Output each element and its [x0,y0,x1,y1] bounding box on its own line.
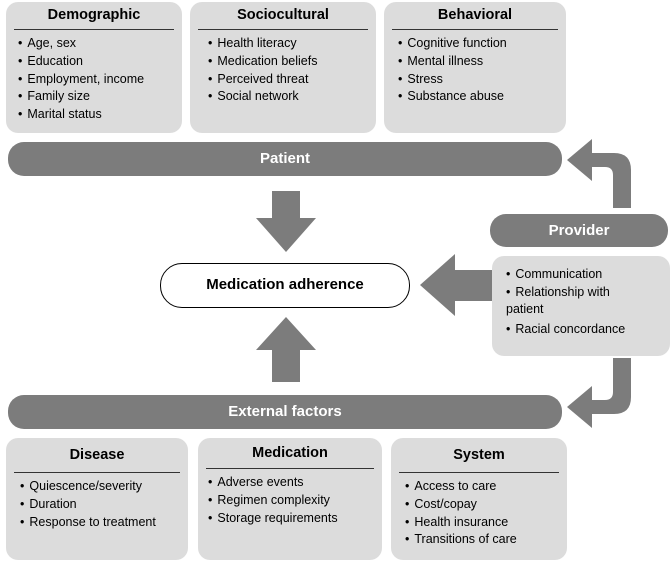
system-box: System Access to care Cost/copay Health … [391,438,567,560]
demographic-title: Demographic [14,2,174,30]
behavioral-list: Cognitive function Mental illness Stress… [384,30,566,106]
list-item: Social network [208,88,376,106]
list-item: Adverse events [208,474,382,492]
medication-box: Medication Adverse events Regimen comple… [198,438,382,560]
list-item: Storage requirements [208,510,382,528]
list-item: Stress [398,71,566,89]
list-item: Employment, income [18,71,182,89]
disease-box: Disease Quiescence/severity Duration Res… [6,438,188,560]
demographic-box: Demographic Age, sex Education Employmen… [6,2,182,133]
list-item: Access to care [405,478,567,496]
list-item: Racial concordance [506,321,670,338]
list-item: Health literacy [208,35,376,53]
list-item: Response to treatment [20,514,188,532]
curved-arrow-down-icon [567,358,631,428]
list-item: Regimen complexity [208,492,382,510]
list-item: Duration [20,496,188,514]
system-title: System [399,438,559,473]
medication-adherence-box: Medication adherence [160,263,410,308]
list-item: Transitions of care [405,531,567,549]
up-arrow-icon [256,317,316,382]
list-item: Health insurance [405,514,567,532]
list-item: Medication beliefs [208,53,376,71]
behavioral-title: Behavioral [392,2,558,30]
patient-bar: Patient [8,142,562,176]
provider-list-box: Communication Relationship with patient … [492,256,670,356]
list-item: Age, sex [18,35,182,53]
external-factors-bar: External factors [8,395,562,429]
system-list: Access to care Cost/copay Health insuran… [391,473,567,549]
down-arrow-icon [256,191,316,252]
sociocultural-list: Health literacy Medication beliefs Perce… [190,30,376,106]
list-item: Relationship with patient [506,284,636,318]
behavioral-box: Behavioral Cognitive function Mental ill… [384,2,566,133]
medication-title: Medication [206,438,374,469]
list-item: Substance abuse [398,88,566,106]
sociocultural-box: Sociocultural Health literacy Medication… [190,2,376,133]
list-item: Quiescence/severity [20,478,188,496]
demographic-list: Age, sex Education Employment, income Fa… [6,30,182,124]
list-item: Cost/copay [405,496,567,514]
list-item: Family size [18,88,182,106]
disease-list: Quiescence/severity Duration Response to… [6,473,188,531]
provider-bar: Provider [490,214,668,247]
sociocultural-title: Sociocultural [198,2,368,30]
curved-arrow-up-icon [567,139,631,208]
left-arrow-icon [420,254,495,316]
disease-title: Disease [14,438,180,473]
medication-list: Adverse events Regimen complexity Storag… [198,469,382,527]
list-item: Education [18,53,182,71]
list-item: Communication [506,266,670,283]
provider-list: Communication Relationship with patient … [492,256,670,338]
list-item: Perceived threat [208,71,376,89]
list-item: Marital status [18,106,182,124]
list-item: Mental illness [398,53,566,71]
list-item: Cognitive function [398,35,566,53]
